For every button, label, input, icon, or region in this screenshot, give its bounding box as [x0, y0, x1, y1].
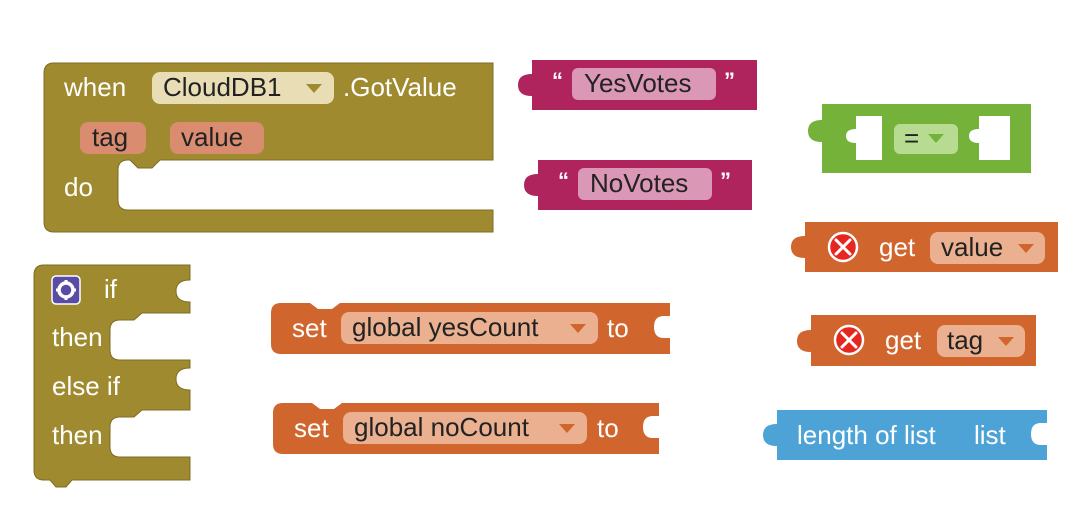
operator-dropdown[interactable]: = — [894, 123, 958, 154]
variable-dropdown-yescount[interactable]: global yesCount — [341, 312, 598, 344]
open-quote: “ — [552, 68, 563, 93]
operator-symbol: = — [904, 123, 919, 153]
param-tag-label: tag — [92, 122, 128, 152]
event-name: .GotValue — [343, 72, 457, 102]
param-value-label: value — [181, 122, 243, 152]
get-tag-block[interactable]: get tag — [797, 315, 1036, 366]
right-operand-socket[interactable] — [969, 116, 1010, 160]
variable-dropdown-tag[interactable]: tag — [937, 325, 1025, 357]
get-label: get — [879, 232, 916, 262]
if-label: if — [104, 274, 118, 304]
component-name: CloudDB1 — [163, 72, 282, 102]
variable-name: global yesCount — [352, 312, 539, 342]
get-label: get — [885, 325, 922, 355]
set-yescount-block[interactable]: set global yesCount to — [271, 303, 670, 354]
yesvotes-text[interactable]: YesVotes — [584, 68, 691, 98]
close-quote: ” — [724, 68, 735, 93]
set-nocount-block[interactable]: set global noCount to — [273, 403, 659, 454]
then-label-2: then — [52, 420, 103, 450]
set-label: set — [292, 313, 327, 343]
variable-name: tag — [947, 325, 983, 355]
novotes-text[interactable]: NoVotes — [590, 168, 688, 198]
length-of-list-label: length of list — [797, 420, 937, 450]
length-of-list-block[interactable]: length of list list — [763, 410, 1047, 460]
close-quote: ” — [720, 168, 731, 193]
get-value-block[interactable]: get value — [791, 222, 1058, 272]
error-x-icon — [833, 324, 865, 356]
text-block-novotes[interactable]: “ NoVotes ” — [524, 160, 752, 210]
variable-name: value — [941, 232, 1003, 262]
left-operand-socket[interactable] — [846, 116, 882, 160]
logic-compare-block[interactable]: = — [808, 104, 1031, 173]
error-x-icon — [827, 231, 859, 263]
list-socket-label: list — [974, 420, 1007, 450]
when-label: when — [63, 72, 126, 102]
variable-dropdown-nocount[interactable]: global noCount — [343, 412, 587, 444]
chevron-down-icon — [559, 424, 575, 433]
chevron-down-icon — [570, 324, 586, 333]
gear-icon — [56, 280, 76, 300]
chevron-down-icon — [928, 134, 944, 143]
then-label: then — [52, 322, 103, 352]
variable-dropdown-value[interactable]: value — [930, 232, 1045, 264]
else-if-label: else if — [52, 371, 121, 401]
chevron-down-icon — [998, 337, 1014, 346]
to-label: to — [597, 413, 619, 443]
param-tag[interactable]: tag — [80, 122, 146, 154]
if-else-block[interactable]: if then else if then — [33, 264, 191, 488]
set-label: set — [294, 413, 329, 443]
chevron-down-icon — [306, 84, 322, 93]
to-label: to — [607, 313, 629, 343]
event-block-clouddb-gotvalue[interactable]: when CloudDB1 .GotValue tag value do — [43, 62, 494, 233]
do-label: do — [64, 172, 93, 202]
chevron-down-icon — [1018, 244, 1034, 253]
variable-name: global noCount — [354, 412, 530, 442]
mutator-button[interactable] — [51, 275, 81, 305]
open-quote: “ — [558, 168, 569, 193]
component-dropdown[interactable]: CloudDB1 — [152, 72, 334, 104]
text-block-yesvotes[interactable]: “ YesVotes ” — [518, 60, 757, 110]
param-value[interactable]: value — [170, 122, 264, 154]
